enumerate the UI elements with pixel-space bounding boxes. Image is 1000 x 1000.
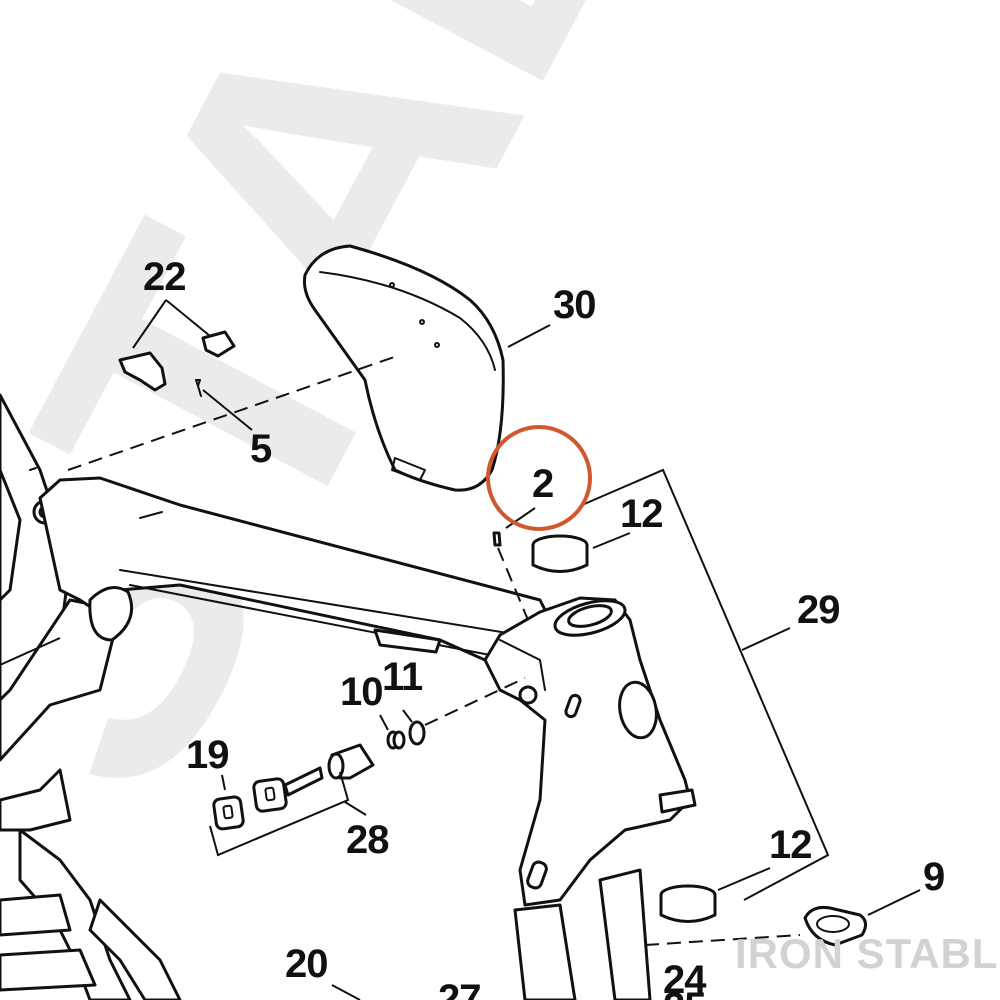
- part-22-clips: [118, 330, 236, 392]
- part-10-spring: [386, 730, 406, 750]
- part-30-cover: [303, 244, 505, 492]
- part-19-key-cap: [212, 795, 245, 831]
- part-28-key-and-cylinder: [252, 743, 375, 813]
- part-12-bearing-lower: [659, 884, 717, 923]
- callout-12-lower: 12: [769, 823, 812, 867]
- callout-22: 22: [143, 255, 186, 299]
- callout-2: 2: [532, 462, 553, 506]
- callout-28: 28: [346, 818, 389, 862]
- callout-29: 29: [797, 588, 840, 632]
- part-5-screw: [195, 379, 202, 397]
- highlight-ring: [486, 425, 592, 531]
- part-12-bearing-upper: [531, 534, 589, 573]
- callout-30: 30: [553, 283, 596, 327]
- callout-labels: 22 30 5 2 12 29 10 11 19 28 12 9 20 27 2…: [143, 255, 945, 1000]
- callout-11: 11: [382, 655, 423, 699]
- callout-27: 27: [438, 977, 481, 1000]
- leader-lines: [0, 299, 921, 1000]
- callout-19: 19: [186, 733, 229, 777]
- brand-watermark: IRON STABLE: [735, 930, 1000, 977]
- callout-10: 10: [340, 670, 383, 714]
- callout-9: 9: [923, 855, 944, 899]
- part-9-clamp: [803, 906, 867, 947]
- frame-steering-head: [483, 596, 697, 1000]
- part-2-pin: [492, 531, 502, 547]
- callout-25: 25: [663, 985, 706, 1000]
- callout-24: 24: [663, 958, 707, 1000]
- assembly-lines: [67, 354, 801, 946]
- part-11-o-ring: [408, 720, 426, 746]
- callout-12-upper: 12: [620, 492, 663, 536]
- callout-20: 20: [285, 942, 328, 986]
- callout-5: 5: [250, 427, 272, 471]
